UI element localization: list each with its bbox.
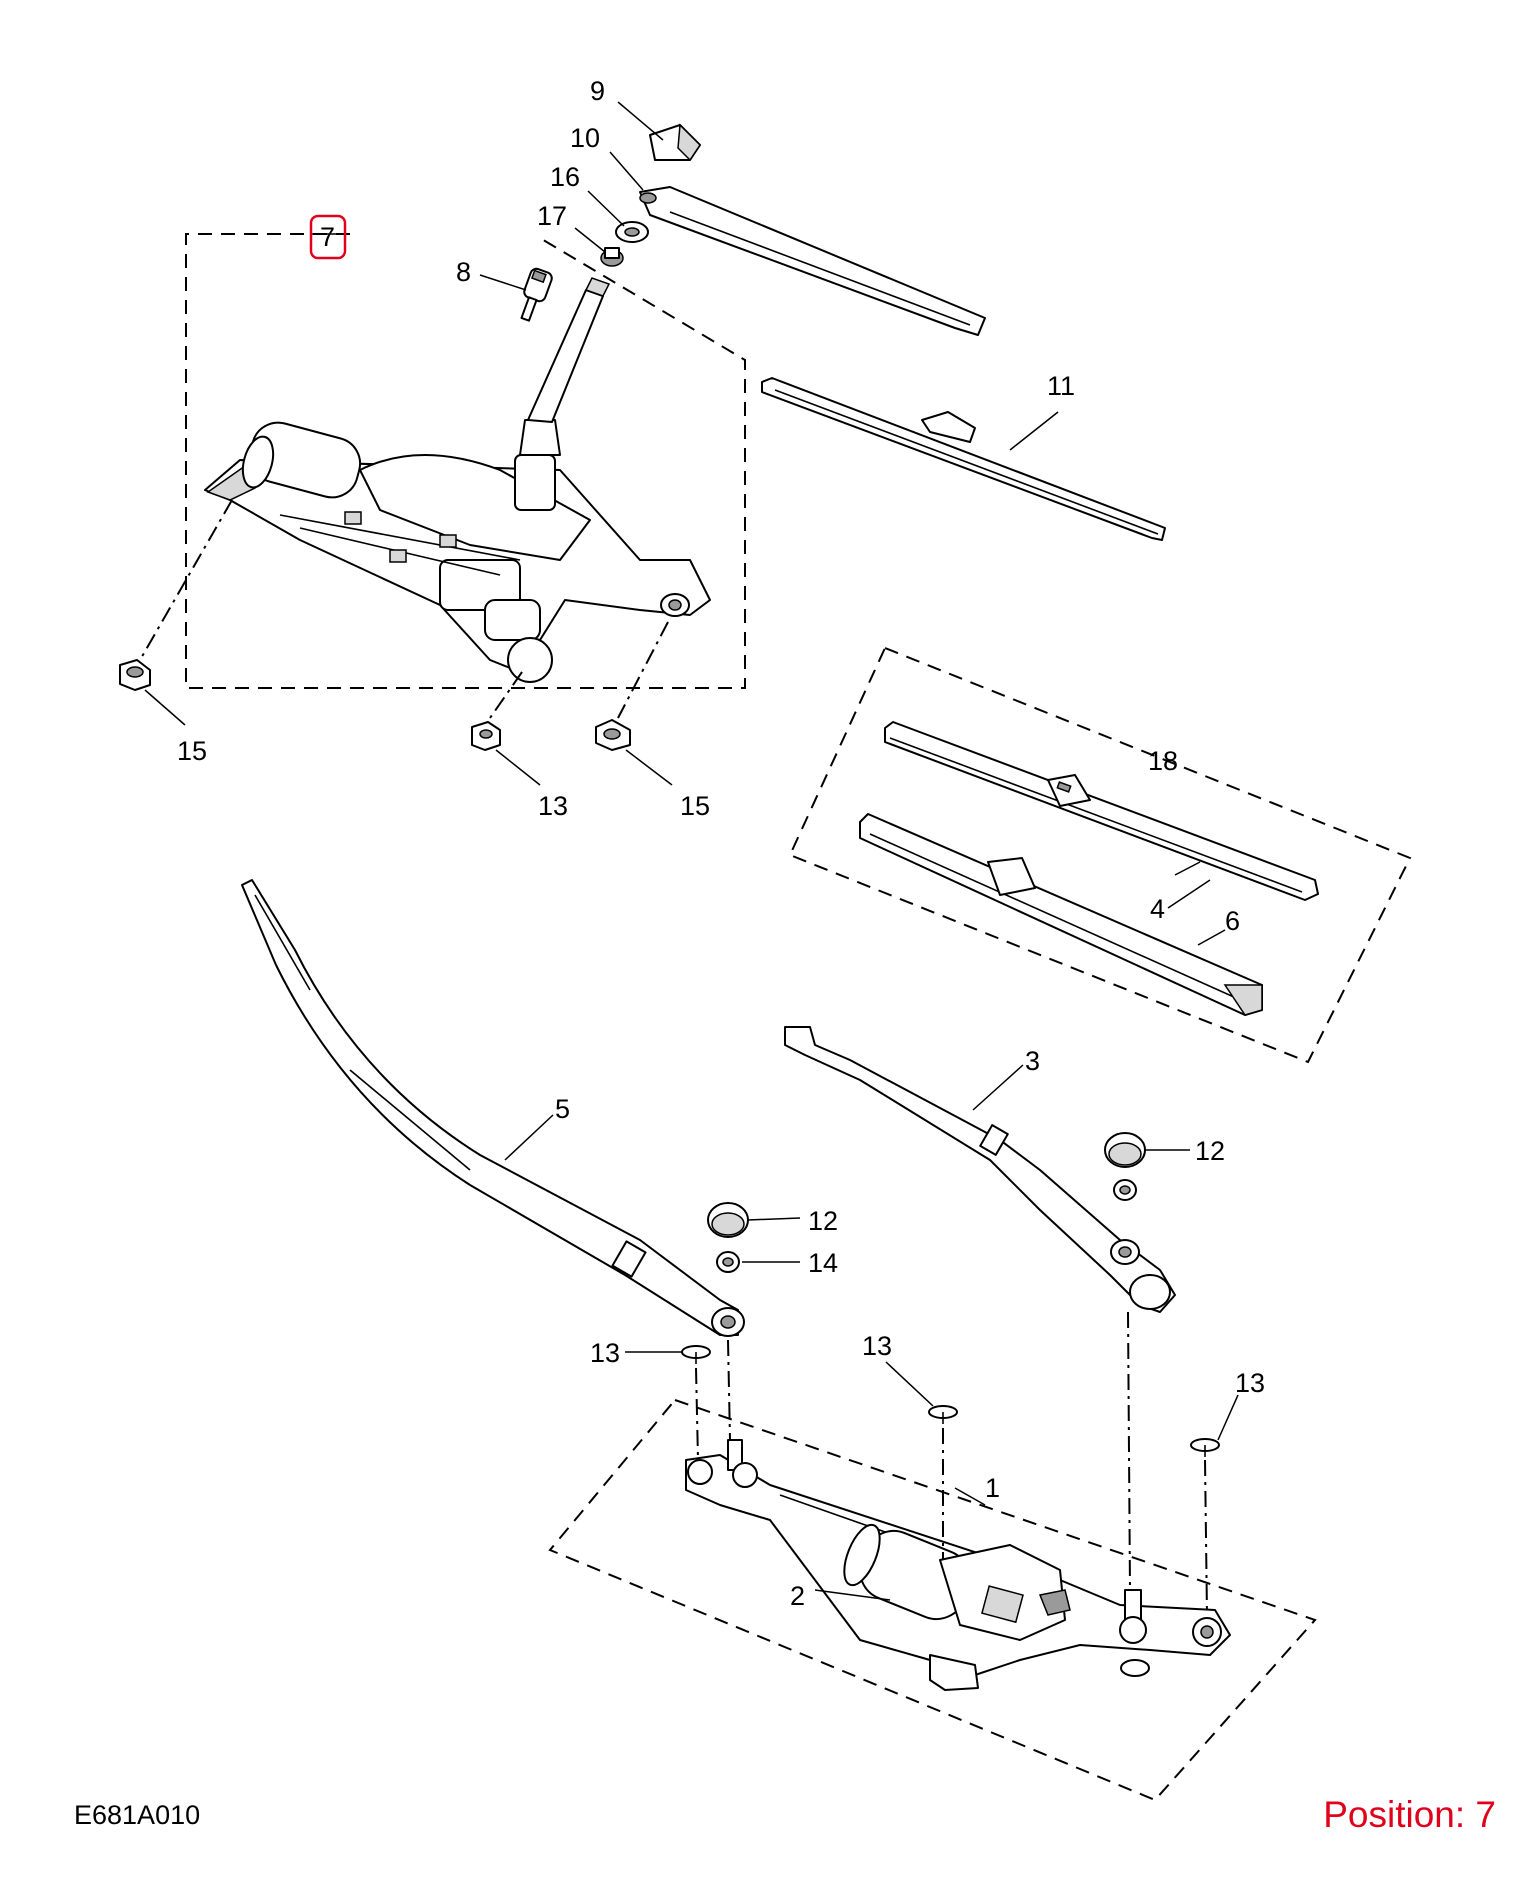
part-13-bolt-rear bbox=[471, 721, 501, 751]
part-17-grommet bbox=[600, 247, 624, 267]
callout-14: 14 bbox=[808, 1248, 838, 1278]
callout-16: 16 bbox=[550, 162, 580, 192]
part-13-bolt-front-3 bbox=[1190, 1438, 1220, 1457]
callout-15-left: 15 bbox=[177, 736, 207, 766]
part-3-front-wiper-arm-right bbox=[784, 1026, 1176, 1313]
part-9-cap bbox=[649, 123, 701, 162]
callout-2: 2 bbox=[790, 1581, 805, 1611]
rear-wiper-group-box bbox=[185, 233, 746, 689]
part-6-wiper-blade bbox=[859, 813, 1263, 1016]
callout-8: 8 bbox=[456, 257, 471, 287]
part-12-cap-left bbox=[707, 1202, 749, 1238]
part-12-nut-right bbox=[1113, 1179, 1137, 1201]
rear-wiper-motor-assembly bbox=[204, 277, 711, 683]
callout-labels: 9 10 16 17 7 8 11 15 13 15 18 4 6 3 5 12… bbox=[177, 76, 1265, 1611]
callout-13-front-1: 13 bbox=[590, 1338, 620, 1368]
diagram-reference-code: E681A010 bbox=[74, 1800, 201, 1830]
part-8-washer-jet bbox=[520, 267, 553, 322]
callout-17: 17 bbox=[537, 201, 567, 231]
position-label: Position: 7 bbox=[1323, 1794, 1496, 1835]
callout-13-rear: 13 bbox=[538, 791, 568, 821]
callout-12-right: 12 bbox=[1195, 1136, 1225, 1166]
callout-6: 6 bbox=[1225, 906, 1240, 936]
part-12-cap-right bbox=[1104, 1132, 1146, 1168]
callout-3: 3 bbox=[1025, 1046, 1040, 1076]
callout-12-left: 12 bbox=[808, 1206, 838, 1236]
highlight-box bbox=[309, 214, 347, 260]
callout-13-front-2: 13 bbox=[862, 1331, 892, 1361]
callout-10: 10 bbox=[570, 123, 600, 153]
callout-4: 4 bbox=[1150, 894, 1165, 924]
part-16-nut bbox=[615, 221, 649, 243]
callout-1: 1 bbox=[985, 1473, 1000, 1503]
part-4-wiper-blade bbox=[884, 721, 1319, 901]
callout-9: 9 bbox=[590, 76, 605, 106]
part-14-nut bbox=[716, 1251, 740, 1273]
part-15-nut-left bbox=[119, 659, 151, 691]
part-5-front-wiper-arm-left bbox=[241, 879, 745, 1337]
callout-5: 5 bbox=[555, 1094, 570, 1124]
callout-13-front-3: 13 bbox=[1235, 1368, 1265, 1398]
front-linkage-group-box bbox=[548, 1398, 1317, 1802]
callout-7: 7 bbox=[320, 222, 335, 252]
callout-11: 11 bbox=[1047, 371, 1075, 401]
part-15-nut-right bbox=[595, 719, 631, 751]
alignment-lines bbox=[139, 499, 1208, 1616]
callout-15-right: 15 bbox=[680, 791, 710, 821]
leader-lines bbox=[144, 101, 1239, 1601]
callout-18: 18 bbox=[1148, 746, 1178, 776]
part-10-rear-wiper-arm bbox=[639, 186, 986, 336]
part-13-bolt-front-1 bbox=[681, 1345, 711, 1364]
part-11-rear-wiper-blade bbox=[761, 377, 1166, 541]
part-13-bolt-front-2 bbox=[928, 1405, 958, 1424]
blade-set-group-box bbox=[788, 646, 1412, 1064]
